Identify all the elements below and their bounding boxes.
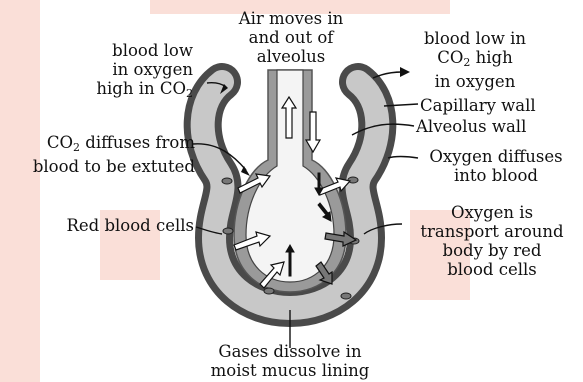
co2-diffuses-line2: blood to be extuted [5, 157, 195, 176]
label-oxygen-diffuses: Oxygen diffuses into blood [414, 147, 578, 185]
co2-high-line: CO2 high [410, 48, 540, 72]
air-moves-line1: Air moves in [226, 9, 356, 28]
co2-high-rest: high [470, 48, 512, 67]
oxygen-transport-line2: transport around [404, 222, 580, 241]
high-in-text: high in CO [96, 79, 186, 98]
oxygen-transport-line4: blood cells [404, 260, 580, 279]
label-co2-diffuses: CO2 diffuses from blood to be extuted [5, 133, 195, 176]
gases-dissolve-line2: moist mucus lining [200, 361, 380, 380]
label-capillary-wall: Capillary wall [420, 96, 536, 115]
co2-diffuses-rest: diffuses from [80, 133, 195, 152]
in-oxygen-line: in oxygen [410, 72, 540, 91]
blood-low-line1: blood low [60, 41, 193, 60]
co2-subscript: 2 [186, 87, 193, 100]
label-alveolus-wall: Alveolus wall [416, 117, 526, 136]
label-oxygen-transport: Oxygen is transport around body by red b… [404, 203, 580, 279]
air-moves-line3: alveolus [226, 47, 356, 66]
label-blood-low-oxygen: blood low in oxygen high in CO2 [60, 41, 193, 103]
blood-low-line2: in oxygen [60, 60, 193, 79]
label-air-moves: Air moves in and out of alveolus [226, 9, 356, 66]
gases-dissolve-line1: Gases dissolve in [200, 342, 380, 361]
high-in-co2-line: high in CO2 [60, 79, 193, 103]
co2-diffuses-co: CO [47, 133, 73, 152]
oxygen-transport-line1: Oxygen is [404, 203, 580, 222]
co2-diffuses-sub: 2 [73, 141, 80, 154]
air-moves-line2: and out of [226, 28, 356, 47]
oxygen-diffuses-line2: into blood [414, 166, 578, 185]
oxygen-diffuses-line1: Oxygen diffuses [414, 147, 578, 166]
co2-high-co: CO [437, 48, 463, 67]
label-blood-low-co2: blood low in CO2 high in oxygen [410, 29, 540, 91]
co2-diffuses-line1: CO2 diffuses from [5, 133, 195, 157]
blood-low-co2-line1: blood low in [410, 29, 540, 48]
label-red-blood-cells: Red blood cells [20, 216, 194, 235]
oxygen-transport-line3: body by red [404, 241, 580, 260]
label-gases-dissolve: Gases dissolve in moist mucus lining [200, 342, 380, 380]
